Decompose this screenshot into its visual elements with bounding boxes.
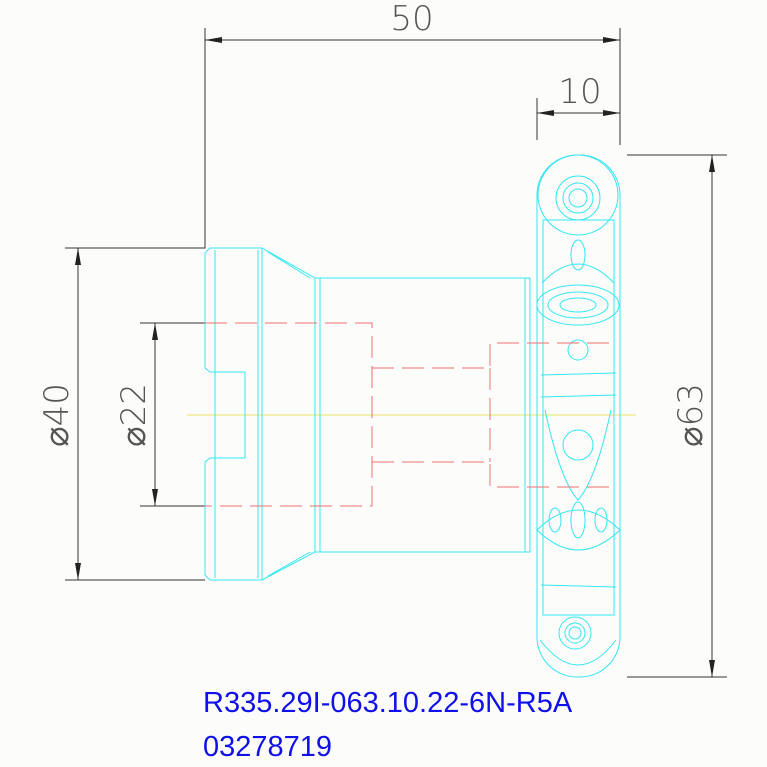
dimension-diameter-63: ⌀63 — [627, 154, 727, 678]
dimension-diameter-22: ⌀22 — [114, 322, 205, 507]
dimension-label-d40: ⌀40 — [37, 383, 77, 447]
dimension-label-10: 10 — [558, 72, 601, 112]
screw-icon — [555, 175, 601, 221]
cutter-head — [536, 154, 621, 678]
dimension-diameter-40: ⌀40 — [37, 248, 205, 581]
dimension-50: 50 — [65, 0, 621, 249]
item-number: 03278719 — [203, 731, 333, 763]
part-designation: R335.29I-063.10.22-6N-R5A — [203, 687, 573, 719]
dimension-label-d63: ⌀63 — [671, 383, 711, 447]
tool-body-outline — [204, 247, 531, 581]
dimension-label-d22: ⌀22 — [114, 383, 154, 447]
dimension-10: 10 — [536, 72, 620, 140]
hidden-lines — [205, 322, 615, 507]
dimension-label-50: 50 — [390, 0, 433, 39]
insert-icon — [536, 284, 620, 326]
